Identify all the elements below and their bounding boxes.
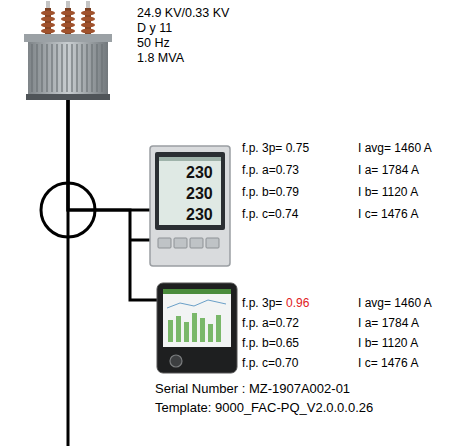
tank-base — [26, 94, 110, 100]
bushing — [41, 1, 55, 34]
reading-text: f.p. c=0.74 — [242, 207, 298, 221]
reading-text: f.p. 3p= 0.75 — [242, 141, 309, 155]
display-digits: 230 — [186, 205, 213, 224]
bushing — [61, 1, 75, 34]
rating-text: D y 11 — [137, 21, 172, 36]
serial-label: Template: 9000_FAC-PQ_V2.0.0.0.26 — [155, 400, 373, 416]
meter-wire — [130, 239, 151, 242]
rating-text: 24.9 KV/0.33 KV — [137, 6, 229, 21]
reading-text: I c= 1476 A — [358, 356, 418, 370]
reading-text: f.p. c=0.70 — [242, 356, 298, 370]
reading-text: f.p. a=0.72 — [242, 316, 299, 330]
reading-text: f.p. b=0.65 — [242, 336, 299, 350]
highlight-value: 0.96 — [286, 296, 309, 310]
rating-text: 50 Hz — [137, 36, 170, 51]
reading-text: I a= 1784 A — [358, 316, 419, 330]
display-digits: 230 — [186, 163, 213, 182]
power-quality-meter-illustration — [157, 283, 237, 373]
power-quality-meter-node: f.p. 3p=0.96I avg= 1460 Af.p. a=0.72I a=… — [157, 283, 237, 373]
bushing — [81, 1, 95, 34]
reading-text: I b= 1120 A — [358, 185, 418, 199]
rating-text: 1.8 MVA — [137, 51, 184, 66]
display-digits: 230 — [186, 184, 213, 203]
transformer-node: 24.9 KV/0.33 KVD y 1150 Hz1.8 MVA — [20, 0, 116, 100]
signal-wire — [68, 100, 150, 210]
signal-wire — [68, 100, 157, 300]
tank — [28, 42, 108, 94]
reading-text: I avg= 1460 A — [358, 141, 432, 155]
reading-text: I a= 1784 A — [358, 163, 419, 177]
transformer-illustration — [24, 1, 112, 100]
reading-text: f.p. 3p= — [242, 296, 282, 310]
power-meter-illustration — [150, 146, 230, 266]
reading-text: I b= 1120 A — [358, 336, 418, 350]
reading-text: I avg= 1460 A — [358, 296, 432, 310]
reading-text: f.p. a=0.73 — [242, 163, 299, 177]
reading-text: I c= 1476 A — [358, 207, 418, 221]
reading-text: f.p. b=0.79 — [242, 185, 299, 199]
serial-label: Serial Number : MZ-1907A002-01 — [155, 381, 350, 397]
power-meter-node: 230230230f.p. 3p= 0.75I avg= 1460 Af.p. … — [150, 146, 230, 266]
cooling-fins — [32, 44, 102, 92]
tank-cover — [24, 34, 112, 42]
